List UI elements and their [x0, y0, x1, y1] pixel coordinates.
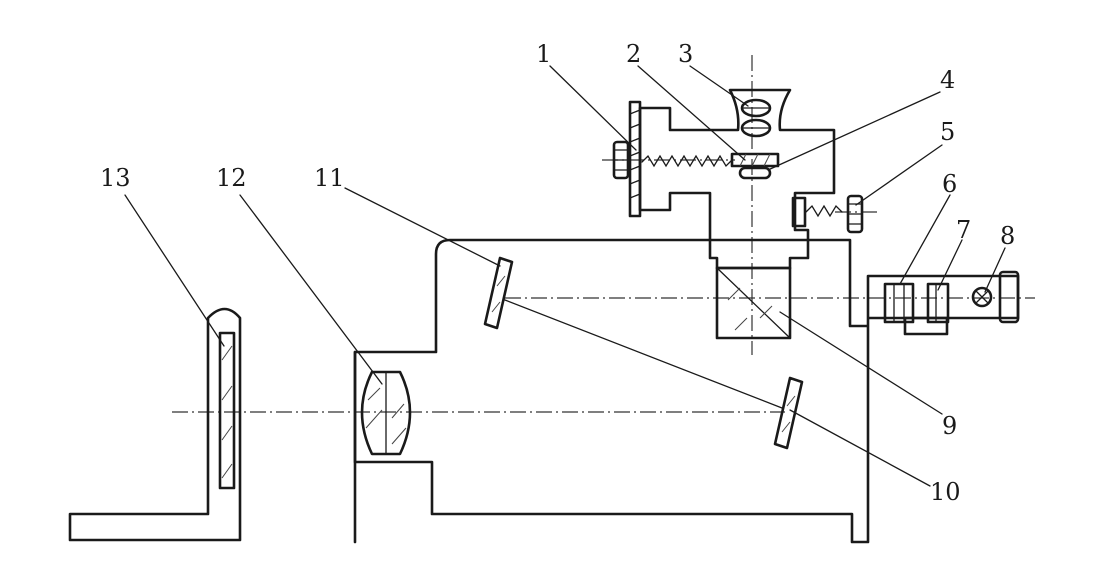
leader-9 — [779, 311, 943, 415]
callout-3: 3 — [678, 40, 693, 68]
callout-6: 6 — [942, 170, 957, 198]
callout-7: 7 — [956, 216, 971, 244]
eyepiece-rings-3 — [740, 98, 772, 138]
callout-8: 8 — [1000, 222, 1015, 250]
callout-4: 4 — [940, 66, 955, 94]
leader-3 — [689, 65, 749, 107]
mirror-10 — [773, 376, 804, 450]
leader-13 — [124, 194, 225, 347]
lens-12 — [360, 370, 412, 456]
leader-1 — [549, 65, 637, 151]
leader-5 — [855, 144, 943, 206]
leader-10 — [789, 409, 931, 487]
leader-lines — [124, 65, 1006, 487]
leader-2 — [637, 65, 746, 161]
glass-plate-13 — [218, 331, 236, 490]
callout-13: 13 — [100, 164, 131, 192]
prism-9 — [715, 266, 792, 340]
mirror-11 — [483, 256, 514, 330]
leader-6 — [899, 194, 951, 285]
callout-2: 2 — [626, 40, 641, 68]
callout-5: 5 — [940, 118, 955, 146]
leader-4 — [767, 91, 941, 171]
coil-spring — [641, 154, 733, 168]
left-l-bracket — [68, 307, 242, 542]
callout-10: 10 — [930, 478, 961, 506]
left-adjust-knob — [612, 140, 630, 180]
leader-11 — [344, 187, 501, 267]
reflected-beam-line — [504, 299, 783, 409]
main-base-body — [353, 238, 1020, 544]
leader-8 — [984, 247, 1006, 293]
callout-labels: 1 2 3 4 5 6 7 8 9 10 11 12 13 — [100, 40, 1015, 506]
center-lines — [172, 55, 1035, 413]
side-screw-5 — [791, 194, 864, 234]
callout-11: 11 — [314, 164, 345, 192]
callout-9: 9 — [942, 412, 957, 440]
ring-7 — [926, 282, 950, 324]
callout-12: 12 — [216, 164, 247, 192]
ring-6 — [883, 282, 915, 324]
knob-8 — [971, 270, 1020, 324]
tube-support — [903, 316, 949, 336]
slide-block — [730, 152, 780, 180]
callout-1: 1 — [536, 40, 551, 68]
leader-7 — [937, 239, 963, 291]
leader-12 — [239, 194, 383, 385]
adjustment-housing — [638, 88, 836, 270]
gear-disc-1 — [628, 100, 642, 218]
